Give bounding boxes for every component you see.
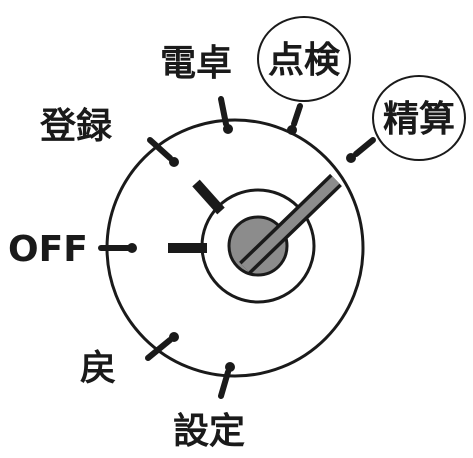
- label-settings: 設定: [173, 411, 245, 452]
- tick-return: [145, 332, 179, 361]
- circle-outline-inspection: [257, 16, 351, 102]
- inner-mark-register: [192, 179, 225, 215]
- label-calculator: 電卓: [160, 43, 232, 84]
- circle-outline-settlement: [372, 75, 466, 161]
- label-inspection: 点検: [268, 40, 341, 81]
- tick-settings: [218, 362, 235, 399]
- key-blade: [239, 173, 342, 275]
- label-off: OFF: [8, 229, 88, 270]
- tick-inspection: [287, 103, 303, 135]
- tick-settlement: [346, 137, 376, 163]
- tick-calculator: [218, 96, 233, 134]
- label-register: 登録: [39, 106, 113, 147]
- tick-off: [98, 243, 137, 253]
- tick-register: [147, 137, 179, 167]
- label-return: 戻: [80, 348, 116, 389]
- label-settlement: 精算: [383, 99, 455, 140]
